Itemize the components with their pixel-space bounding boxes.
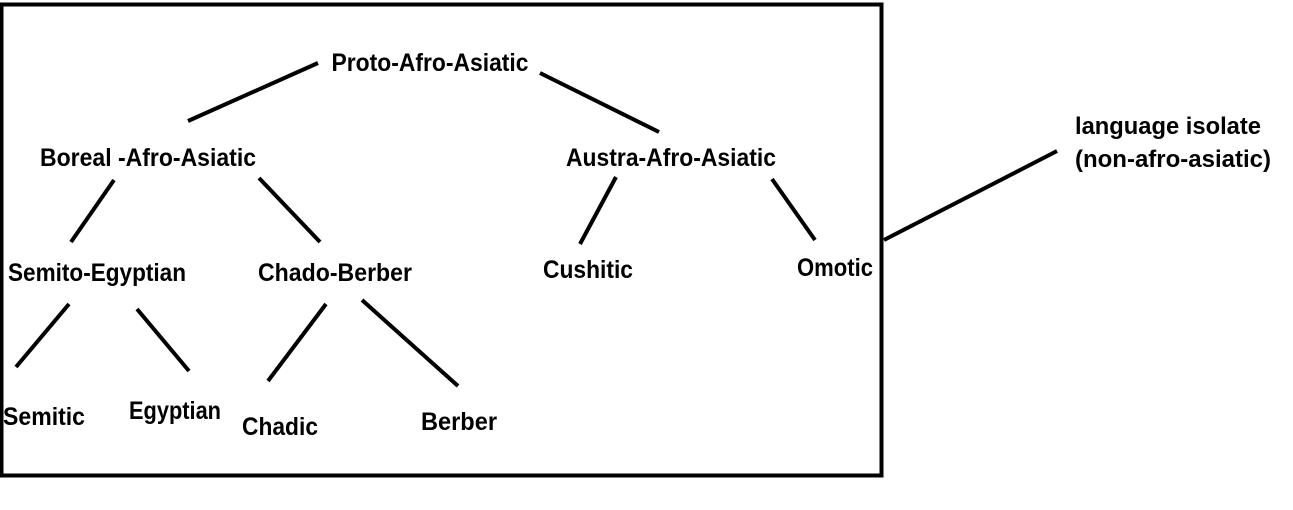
edge-austra-to-omotic (770, 177, 817, 242)
node-boreal-afro-asiatic: Boreal -Afro-Asiatic (40, 144, 256, 172)
edge-proto-to-austra (539, 71, 660, 134)
node-austra-afro-asiatic: Austra-Afro-Asiatic (566, 144, 776, 172)
language-isolate-note: (non-afro-asiatic) (1075, 146, 1271, 173)
edge-box-to-language-isolate (883, 149, 1058, 242)
edge-chado-berber-to-berber (360, 298, 460, 388)
node-egyptian: Egyptian (129, 397, 221, 425)
node-berber: Berber (421, 408, 497, 436)
edge-semito-egyptian-to-egyptian (135, 307, 191, 373)
node-semitic: Semitic (3, 403, 85, 431)
afro-asiatic-family-box (0, 2, 884, 478)
language-isolate-label: language isolate (1075, 113, 1261, 140)
edge-boreal-to-chado-berber (257, 176, 322, 244)
node-chadic: Chadic (242, 413, 318, 441)
node-omotic: Omotic (797, 254, 873, 282)
edge-proto-to-boreal (187, 61, 319, 123)
edge-semito-egyptian-to-semitic (14, 302, 71, 369)
node-cushitic: Cushitic (543, 256, 633, 284)
node-proto-afro-asiatic: Proto-Afro-Asiatic (332, 49, 529, 77)
node-chado-berber: Chado-Berber (258, 259, 412, 287)
node-semito-egyptian: Semito-Egyptian (8, 259, 186, 287)
edge-chado-berber-to-chadic (266, 302, 328, 383)
edge-austra-to-cushitic (578, 176, 618, 245)
edge-boreal-to-semito-egyptian (69, 178, 116, 244)
